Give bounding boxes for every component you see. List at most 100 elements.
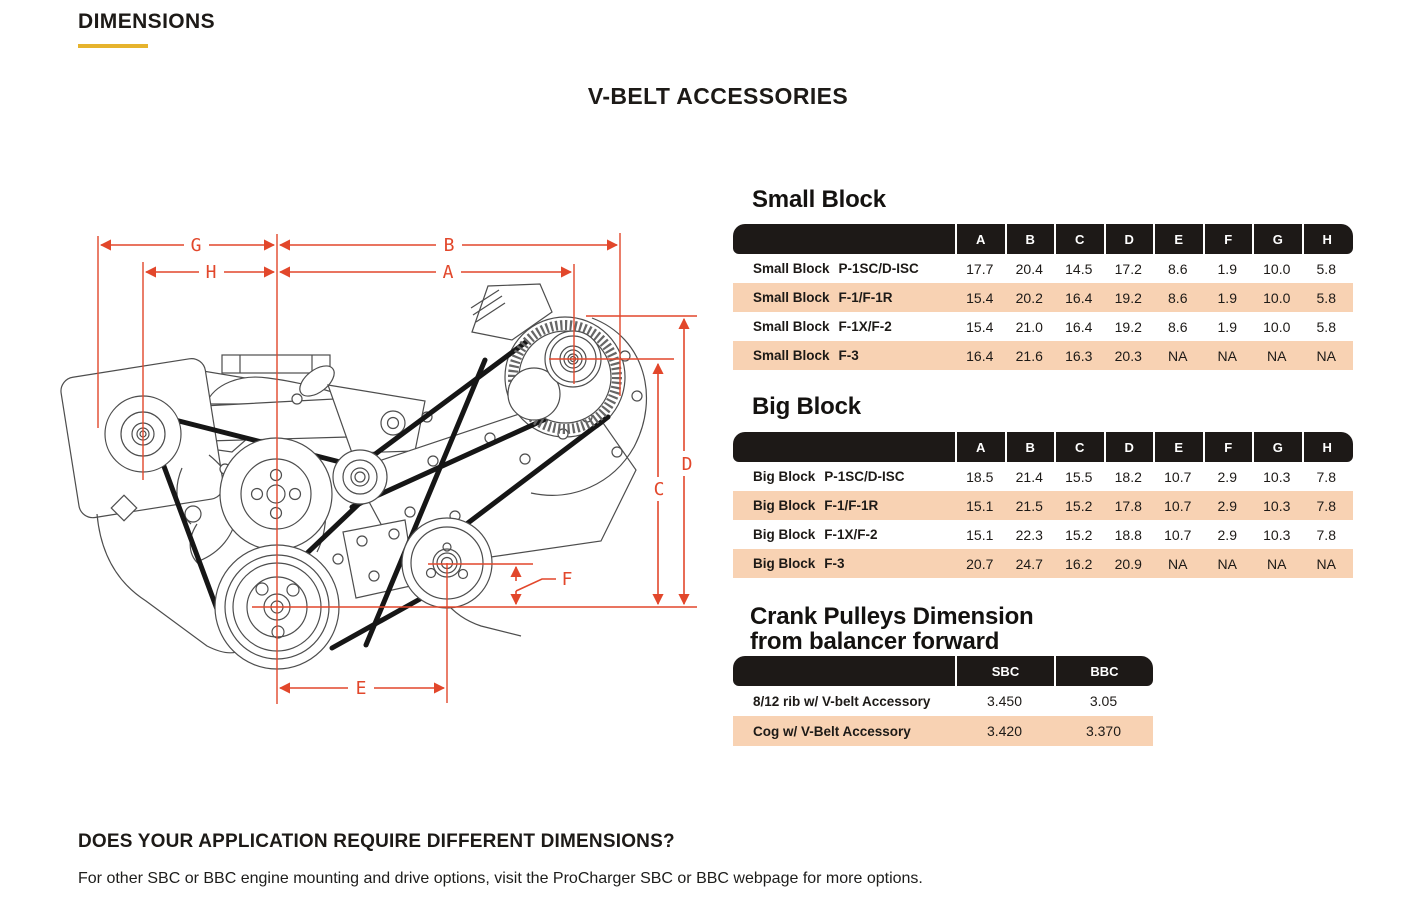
col-header: C: [1054, 432, 1104, 462]
value-cell: NA: [1267, 555, 1287, 572]
table-row: Cog w/ V-Belt Accessory 3.420 3.370: [733, 716, 1153, 746]
header-spacer: [733, 224, 955, 254]
col-header: H: [1301, 224, 1352, 254]
value-cell: 15.1: [966, 526, 994, 543]
value-cell: 14.5: [1065, 260, 1093, 277]
table-header-row: A B C D E F G H: [733, 432, 1353, 462]
col-header: F: [1202, 432, 1253, 462]
value-cell: 7.8: [1316, 468, 1336, 485]
dim-label-g: G: [191, 235, 202, 256]
col-header: H: [1301, 432, 1352, 462]
value-cell: 8.6: [1168, 260, 1188, 277]
value-cell: 7.8: [1316, 526, 1336, 543]
crank-pulleys-title: Crank Pulleys Dimension from balancer fo…: [750, 604, 1034, 654]
value-cell: 7.8: [1316, 497, 1336, 514]
value-cell: 20.7: [966, 555, 994, 572]
value-cell: 8.6: [1168, 318, 1188, 335]
extension-lines: [97, 233, 697, 704]
value-cell: 21.4: [1015, 468, 1043, 485]
value-cell: 5.8: [1316, 260, 1336, 277]
col-header: D: [1103, 432, 1154, 462]
value-cell: 8.6: [1168, 289, 1188, 306]
value-cell: 16.2: [1065, 555, 1093, 572]
value-cell: 5.8: [1316, 289, 1336, 306]
value-cell: 10.7: [1164, 497, 1192, 514]
table-header-row: SBC BBC: [733, 656, 1153, 686]
value-cell: NA: [1217, 555, 1237, 572]
title-underline: [78, 44, 148, 48]
value-cell: 2.9: [1217, 497, 1237, 514]
value-cell: 10.0: [1263, 318, 1291, 335]
small-block-title: Small Block: [752, 186, 886, 213]
value-cell: 10.3: [1263, 497, 1291, 514]
value-cell: NA: [1316, 555, 1336, 572]
value-cell: 21.5: [1015, 497, 1043, 514]
tensioner-pulley: [332, 449, 388, 505]
row-label: Cog w/ V-Belt Accessory: [753, 723, 911, 739]
value-cell: NA: [1267, 347, 1287, 364]
col-header: B: [1004, 224, 1055, 254]
col-header: F: [1202, 224, 1253, 254]
col-header: BBC: [1054, 656, 1153, 686]
water-pump-pulley: [219, 437, 333, 551]
crank-title-line2: from balancer forward: [750, 628, 1000, 655]
dim-label-e: E: [356, 678, 367, 699]
row-label: 8/12 rib w/ V-belt Accessory: [753, 693, 931, 709]
value-cell: 16.3: [1065, 347, 1093, 364]
value-cell: 1.9: [1217, 260, 1237, 277]
engine-outline: [60, 283, 647, 654]
value-cell: NA: [1217, 347, 1237, 364]
value-cell: 18.2: [1114, 468, 1142, 485]
value-cell: 10.3: [1263, 526, 1291, 543]
col-header: D: [1103, 224, 1154, 254]
col-header: A: [955, 432, 1005, 462]
value-cell: 3.370: [1085, 723, 1122, 739]
col-header: G: [1252, 224, 1302, 254]
value-cell: NA: [1316, 347, 1336, 364]
value-cell: 15.2: [1065, 497, 1093, 514]
value-cell: 24.7: [1015, 555, 1043, 572]
value-cell: 2.9: [1217, 468, 1237, 485]
value-cell: 16.4: [1065, 289, 1093, 306]
value-cell: 15.5: [1065, 468, 1093, 485]
value-cell: 10.7: [1164, 468, 1192, 485]
value-cell: 20.4: [1015, 260, 1043, 277]
col-header: E: [1153, 432, 1203, 462]
dim-label-h: H: [206, 262, 217, 283]
value-cell: 10.0: [1263, 260, 1291, 277]
col-header: B: [1004, 432, 1055, 462]
value-cell: 18.8: [1114, 526, 1142, 543]
col-header: A: [955, 224, 1005, 254]
value-cell: 1.9: [1217, 289, 1237, 306]
value-cell: 20.9: [1114, 555, 1142, 572]
footer-text: For other SBC or BBC engine mounting and…: [78, 870, 923, 887]
section-subtitle: V-BELT ACCESSORIES: [587, 83, 849, 109]
value-cell: 10.0: [1263, 289, 1291, 306]
dim-label-a: A: [443, 262, 454, 283]
page-title: DIMENSIONS: [78, 10, 216, 33]
dim-label-b: B: [444, 235, 455, 256]
value-cell: 3.05: [1089, 693, 1118, 709]
dim-label-d: D: [682, 454, 693, 475]
value-cell: NA: [1168, 347, 1188, 364]
value-cell: NA: [1168, 555, 1188, 572]
dim-label-c: C: [654, 479, 665, 500]
